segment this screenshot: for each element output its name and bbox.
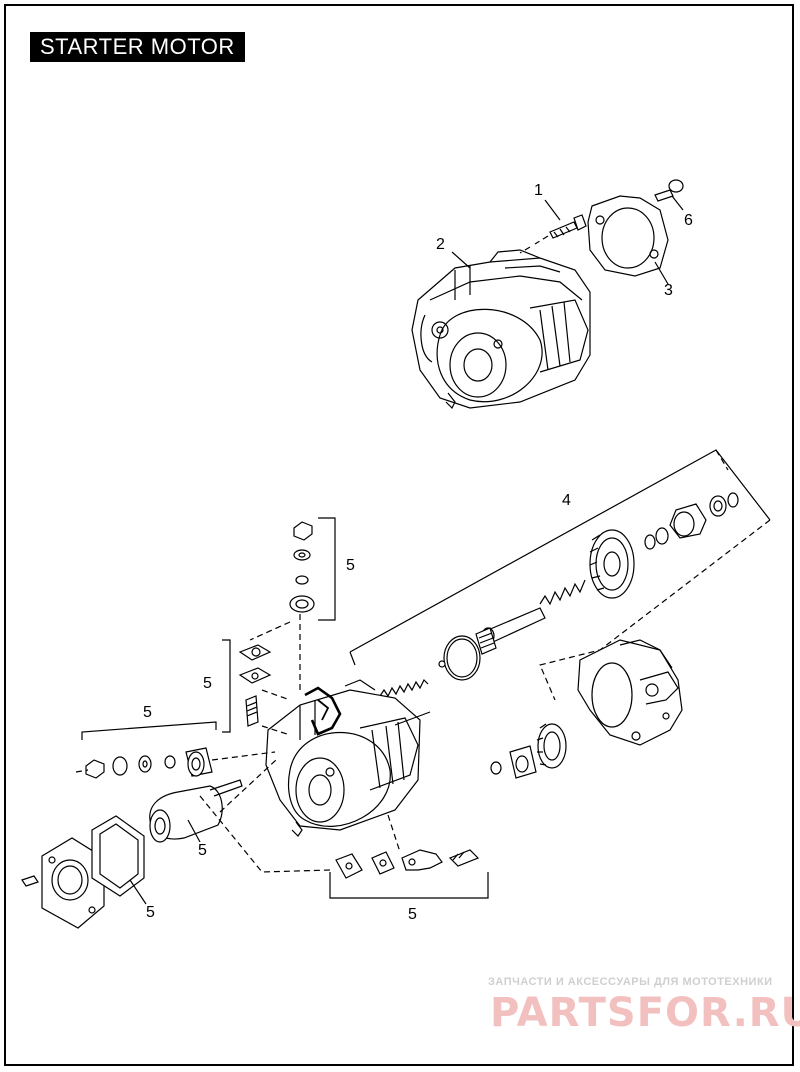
callout-5-stud: 5	[203, 675, 212, 692]
callout-5-side: 5	[143, 704, 152, 721]
callout-1: 1	[534, 182, 543, 199]
pinion-gear	[490, 723, 567, 779]
stud-hardware	[238, 644, 272, 727]
drive-housing	[577, 639, 683, 746]
watermark-tagline: ЗАПЧАСТИ И АКСЕССУАРЫ ДЛЯ МОТОТЕХНИКИ	[488, 976, 773, 988]
watermark-brand: PARTSFOR.RU	[490, 990, 800, 1036]
solenoid-cover	[21, 837, 105, 929]
starter-motor-exploded	[265, 679, 431, 837]
callout-5-cover: 5	[146, 904, 155, 921]
diagram-frame	[4, 4, 794, 1066]
callout-5-plunger: 5	[198, 842, 207, 859]
callout-5-terminal: 5	[346, 557, 355, 574]
callout-2: 2	[436, 236, 445, 253]
bolt-with-washer	[654, 179, 684, 202]
cover-gasket	[91, 815, 145, 897]
solenoid-plunger	[149, 779, 243, 843]
mounting-bolt	[549, 214, 587, 239]
gasket	[587, 195, 669, 277]
callout-3: 3	[664, 282, 673, 299]
brush-hardware-row	[335, 849, 480, 879]
terminal-hardware-stack	[289, 521, 315, 613]
side-hardware-row	[85, 747, 213, 779]
callout-5-brush: 5	[408, 906, 417, 923]
callout-6: 6	[684, 212, 693, 229]
drive-components	[379, 492, 739, 698]
page-title: STARTER MOTOR	[30, 32, 245, 62]
starter-motor-assembly	[411, 249, 591, 410]
callout-4: 4	[562, 492, 571, 509]
